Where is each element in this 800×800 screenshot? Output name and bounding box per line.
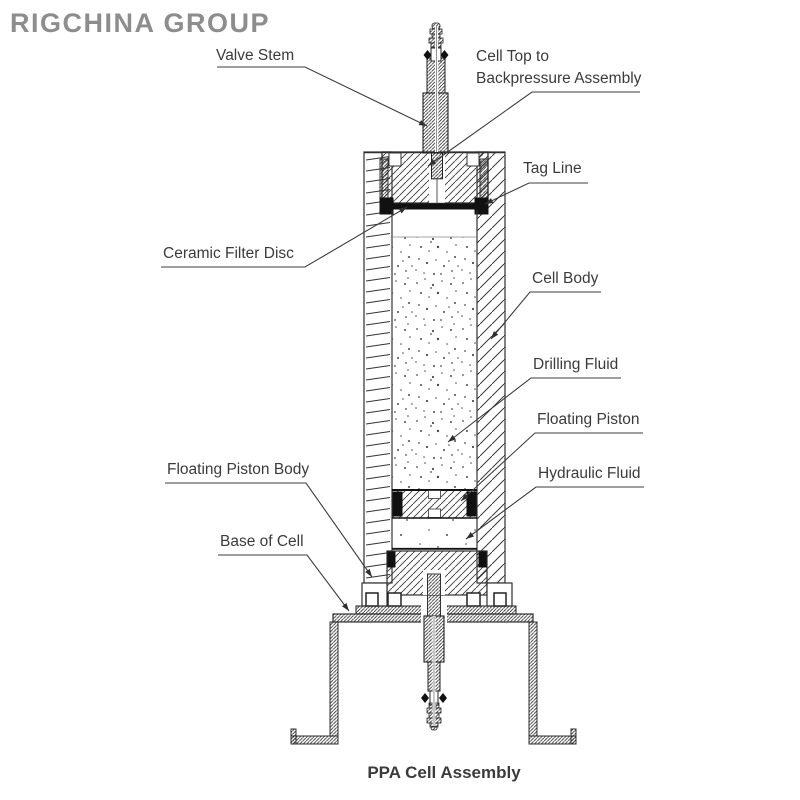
- leader-cell-top: [427, 91, 640, 167]
- leader-drilling-fluid: [447, 377, 621, 443]
- leader-valve-stem: [217, 66, 428, 127]
- leader-cell-body: [490, 291, 601, 340]
- label-floating-piston-body: Floating Piston Body: [167, 461, 309, 478]
- label-drilling-fluid: Drilling Fluid: [533, 356, 618, 373]
- leader-floating-piston: [460, 432, 643, 502]
- label-ceramic-filter-disc: Ceramic Filter Disc: [163, 245, 294, 262]
- label-tag-line: Tag Line: [523, 160, 582, 177]
- logo-text: RIGCHINA GROUP: [10, 8, 270, 38]
- leader-hydraulic-fluid: [465, 486, 644, 540]
- label-valve-stem: Valve Stem: [216, 47, 294, 64]
- label-base-of-cell: Base of Cell: [220, 533, 304, 550]
- top-valve-stem: [422, 22, 449, 154]
- cell-top-cap: [379, 151, 489, 204]
- label-hydraulic-fluid: Hydraulic Fluid: [538, 465, 641, 482]
- bottom-valve-stem: [421, 573, 447, 731]
- drilling-fluid-region: [392, 237, 477, 490]
- leader-lines: [161, 66, 644, 612]
- leader-ceramic-filter-disc: [161, 206, 408, 268]
- leader-floating-piston-body: [165, 482, 373, 578]
- label-cell-top-line2: Backpressure Assembly: [476, 70, 642, 87]
- cell-bore: [391, 210, 478, 583]
- hydraulic-fluid-region: [392, 518, 477, 550]
- label-floating-piston: Floating Piston: [537, 411, 640, 428]
- leader-base-of-cell: [218, 554, 350, 612]
- label-cell-body: Cell Body: [532, 270, 599, 287]
- floating-piston: [392, 489, 477, 519]
- leader-tag-line: [484, 182, 588, 205]
- label-cell-top-line1: Cell Top to: [476, 48, 549, 65]
- diagram-title: PPA Cell Assembly: [367, 763, 521, 782]
